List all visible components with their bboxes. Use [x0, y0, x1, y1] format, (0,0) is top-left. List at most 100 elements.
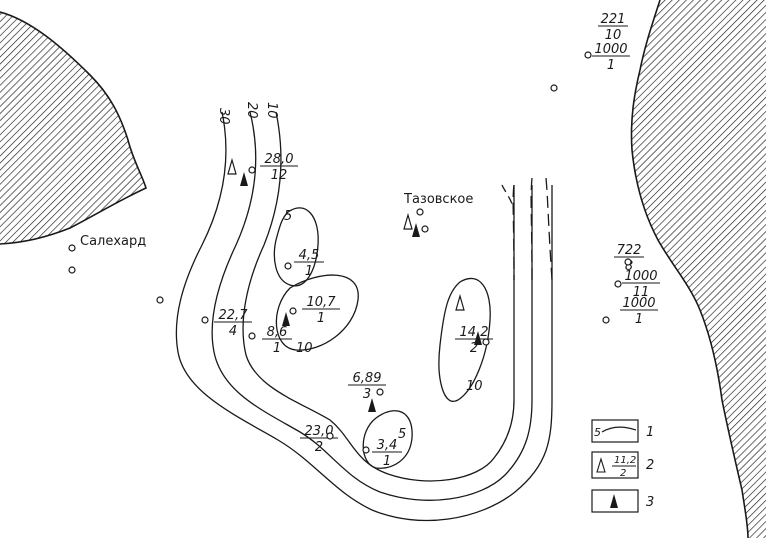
legend-fraction-num: 11,2: [614, 455, 636, 466]
fraction-numerator: 1000: [594, 42, 627, 57]
contour-10: [242, 111, 515, 482]
city-marker-salekhard: [68, 244, 76, 252]
site-circle: [289, 307, 297, 315]
fraction-numerator: 8,6: [267, 325, 288, 340]
open-triangle-icon: [227, 157, 237, 175]
site-circle: [156, 296, 164, 304]
site-circle: [482, 338, 490, 346]
legend-box-1: [591, 419, 639, 443]
contour-5-bottom: [362, 410, 413, 469]
site-circle: [421, 225, 429, 233]
legend: 5 1 11,2 2 2 3: [591, 419, 654, 513]
fraction-label: 3,41: [362, 438, 402, 469]
site-circle: [326, 432, 334, 440]
fraction-numerator: 722: [617, 243, 642, 258]
site-circle: [201, 316, 209, 324]
contour-label-20: 20: [244, 102, 259, 119]
legend-open-triangle-icon: [596, 457, 606, 473]
contour-label-10-center: 10: [296, 341, 313, 356]
legend-fraction-den: 2: [620, 468, 626, 479]
fraction-label: 8,61: [248, 325, 292, 356]
site-circle: [248, 166, 256, 174]
fraction-denominator: 12: [271, 168, 288, 183]
city-label-tazovskoe: Тазовское: [403, 192, 473, 207]
open-triangle-icon: [403, 212, 413, 230]
contour-label-5-bottom: 5: [398, 427, 406, 442]
fraction-label: 6,893: [348, 371, 386, 402]
contour-10-right: [438, 277, 491, 403]
contour-10-center: [275, 274, 359, 351]
site-circle: [614, 280, 622, 288]
legend-key-2: 2: [646, 458, 654, 473]
fraction-label: 22,74: [201, 308, 252, 339]
contour-label-10: 10: [264, 102, 279, 119]
fraction-numerator: 10,7: [307, 295, 337, 310]
filled-triangle-icon: [240, 172, 248, 186]
legend-key-1: 1: [646, 425, 654, 440]
fraction-numerator: 6,89: [353, 371, 382, 386]
filled-triangle-icon: [412, 223, 420, 237]
legend-filled-triangle-icon: [610, 494, 618, 508]
legend-contour-sample: [601, 426, 637, 433]
fraction-numerator: 23,0: [305, 424, 334, 439]
site-circle: [362, 446, 370, 454]
city-marker-tazovskoe: [416, 208, 424, 216]
fraction-denominator: 3: [363, 387, 371, 402]
fraction-label: 4,51: [284, 248, 324, 279]
fraction-denominator: 10: [605, 28, 622, 43]
right-coast-hatch: [631, 0, 766, 538]
fraction-denominator: 11: [633, 285, 650, 300]
fraction-label: 10,71: [289, 295, 340, 326]
site-circle: [584, 51, 592, 59]
fraction-numerator: 3,4: [377, 438, 398, 453]
fraction-label: 28,012: [248, 152, 298, 183]
fraction-numerator: 14,2: [460, 325, 489, 340]
site-circle: [284, 262, 292, 270]
filled-triangle-icon: [368, 398, 376, 412]
contour-10-base: [501, 184, 515, 211]
site-circle: [602, 316, 610, 324]
fraction-numerator: 1000: [624, 269, 657, 284]
legend-key-3: 3: [646, 495, 654, 510]
site-circle: [550, 84, 558, 92]
contour-20-dashed: [530, 177, 533, 281]
site-circle: [68, 266, 76, 274]
fraction-denominator: 2: [470, 341, 478, 356]
fraction-denominator: 4: [229, 324, 237, 339]
contour-label-10-right: 10: [466, 379, 483, 394]
fraction-denominator: 2: [315, 440, 323, 455]
fraction-numerator: 1000: [622, 296, 655, 311]
site-circle: [624, 258, 632, 266]
contour-label-30: 30: [216, 108, 231, 125]
left-coast-hatch: [0, 12, 146, 244]
filled-triangle-icon: [474, 331, 482, 345]
fraction-denominator: 1: [383, 454, 391, 469]
contour-10-dashed: [512, 184, 515, 281]
site-circle: [376, 388, 384, 396]
contour-label-5-left: 5: [284, 209, 292, 224]
fraction-numerator: 22,7: [219, 308, 249, 323]
fraction-numerator: 4,5: [299, 248, 320, 263]
fraction-denominator: 1: [635, 312, 643, 327]
fraction-denominator: 1: [273, 341, 281, 356]
filled-triangle-icon: [282, 312, 290, 326]
right-coastline: [630, 0, 749, 538]
fraction-numerator: 221: [601, 12, 626, 27]
left-coastline: [0, 11, 147, 245]
fraction-label: 14,22: [455, 325, 493, 356]
contour-30: [175, 111, 553, 522]
legend-contour-sample-label: 5: [594, 426, 601, 439]
fraction-denominator: 8: [625, 259, 633, 274]
city-label-salekhard: Салехард: [80, 234, 146, 249]
contour-20: [211, 111, 533, 501]
contour-30-dashed: [545, 177, 553, 281]
open-triangle-icon: [455, 293, 465, 311]
contour-5-left: [273, 207, 319, 287]
